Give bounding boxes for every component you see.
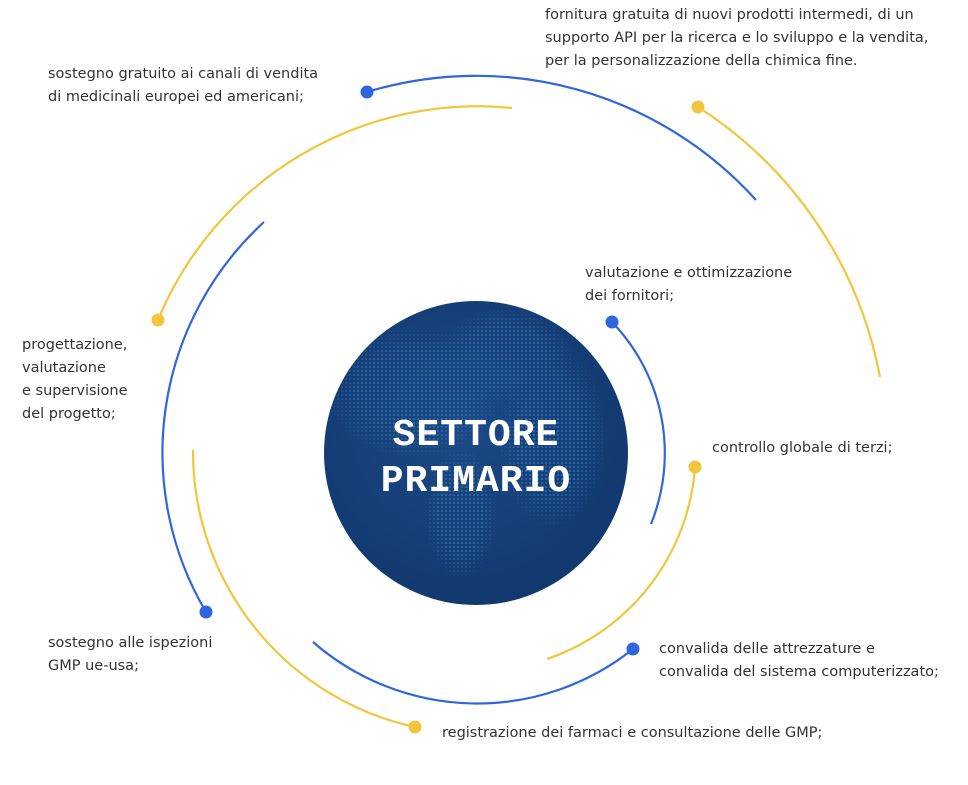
label-fornitura: fornitura gratuita di nuovi prodotti int… (545, 4, 928, 73)
label-line: sostegno gratuito ai canali di vendita (48, 66, 319, 82)
label-line: sostegno alle ispezioni (48, 635, 213, 651)
label-line: dei fornitori; (585, 288, 675, 304)
arc-yellow-right (697, 106, 882, 378)
arc-yellow-inner-right (546, 466, 697, 661)
label-line: progettazione, (22, 337, 128, 353)
arc-blue-inner-right (611, 321, 666, 525)
label-valutazione-fornitori: valutazione e ottimizzazione dei fornito… (585, 262, 792, 308)
label-line: convalida del sistema computerizzato; (659, 664, 939, 680)
dot-blue-left (199, 605, 213, 619)
label-line: di medicinali europei ed americani; (48, 89, 304, 105)
label-registrazione: registrazione dei farmaci e consultazion… (442, 722, 822, 745)
center-title-line2: PRIMARIO (380, 460, 572, 503)
dot-blue-inner (605, 315, 619, 329)
label-ispezioni: sostegno alle ispezioni GMP ue-usa; (48, 632, 212, 678)
dot-yellow-bottom (408, 720, 422, 734)
label-line: GMP ue-usa; (48, 658, 139, 674)
arc-yellow-bottom-left (191, 449, 416, 729)
label-line: registrazione dei farmaci e consultazion… (442, 725, 823, 741)
label-line: per la personalizzazione della chimica f… (545, 53, 858, 69)
arc-blue-bottom (312, 641, 634, 705)
dot-blue-top (360, 85, 374, 99)
arc-blue-left (161, 221, 265, 613)
label-line: valutazione e ottimizzazione (585, 265, 793, 281)
label-line: e supervisione (22, 383, 128, 399)
center-title-line1: SETTORE (392, 414, 560, 457)
world-map-pattern (324, 301, 628, 605)
label-line: valutazione (22, 360, 106, 376)
arc-yellow-top-left (156, 105, 513, 321)
label-progettazione: progettazione, valutazione e supervision… (22, 334, 128, 426)
label-line: convalida delle attrezzature e (659, 641, 875, 657)
label-line: del progetto; (22, 406, 116, 422)
dot-yellow-right (688, 460, 702, 474)
dot-yellow-left (151, 313, 165, 327)
label-line: fornitura gratuita di nuovi prodotti int… (545, 7, 914, 23)
dot-yellow-top-right (691, 100, 705, 114)
label-sostegno-canali: sostegno gratuito ai canali di vendita d… (48, 63, 318, 109)
label-controllo: controllo globale di terzi; (712, 437, 892, 460)
arc-blue-top (366, 74, 757, 201)
label-convalida: convalida delle attrezzature e convalida… (659, 638, 939, 684)
dot-blue-bottom-right (626, 642, 640, 656)
label-line: controllo globale di terzi; (712, 440, 893, 456)
globe: SETTORE PRIMARIO (324, 301, 628, 605)
center-title: SETTORE PRIMARIO (324, 413, 628, 505)
label-line: supporto API per la ricerca e lo svilupp… (545, 30, 929, 46)
